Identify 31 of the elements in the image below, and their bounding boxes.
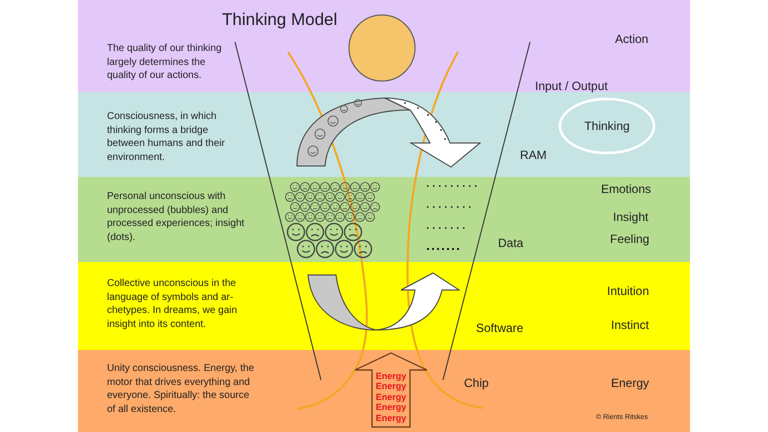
layer-label: Emotions xyxy=(601,182,652,196)
node-label: Thinking xyxy=(584,119,630,133)
layer-band xyxy=(78,262,690,350)
up-arrow-box xyxy=(354,352,428,428)
layer-label: Action xyxy=(615,32,648,46)
layer-label: Software xyxy=(476,321,524,335)
diagram-title: Thinking Model xyxy=(222,10,338,30)
layer-description: Consciousness, in which thinking forms a bridge between humans and their environment. xyxy=(107,110,226,164)
layer-label: RAM xyxy=(520,148,547,162)
layer-band xyxy=(78,0,690,92)
layer-label: Energy xyxy=(611,376,650,390)
layer-description: Collective unconscious in the language of symbols and ar-chetypes. In dreams, we gain insight into its content. xyxy=(107,277,238,331)
layer-label: Insight xyxy=(613,210,648,224)
layer-band xyxy=(78,92,690,177)
arrow-text: Energy xyxy=(376,392,406,402)
layer-label: Intuition xyxy=(607,284,650,298)
layer-band xyxy=(78,177,690,262)
arrow-text: Energy xyxy=(376,402,406,413)
layer-band xyxy=(78,350,690,432)
arrow-text: Energy xyxy=(376,412,406,424)
arrow-text: Energy xyxy=(376,381,406,392)
layer-description: Personal unconscious with unprocessed (bubbles) and processed experiences; insight (dots). xyxy=(107,190,246,244)
layer-label: Data xyxy=(498,236,524,250)
arrow-text: Energy xyxy=(376,371,406,382)
layer-label: Input / Output xyxy=(535,79,608,93)
layer-label: Feeling xyxy=(610,232,650,246)
layer-description: Unity consciousness. Energy, the motor that drives everything and everyone. Spiritually: the source of all existence. xyxy=(107,362,256,416)
layer-description: The quality of our thinking largely determines the quality of our actions. xyxy=(107,42,223,82)
ellipse-node xyxy=(558,97,656,155)
layer-label: Chip xyxy=(464,376,489,390)
layer-label: Instinct xyxy=(611,318,650,332)
